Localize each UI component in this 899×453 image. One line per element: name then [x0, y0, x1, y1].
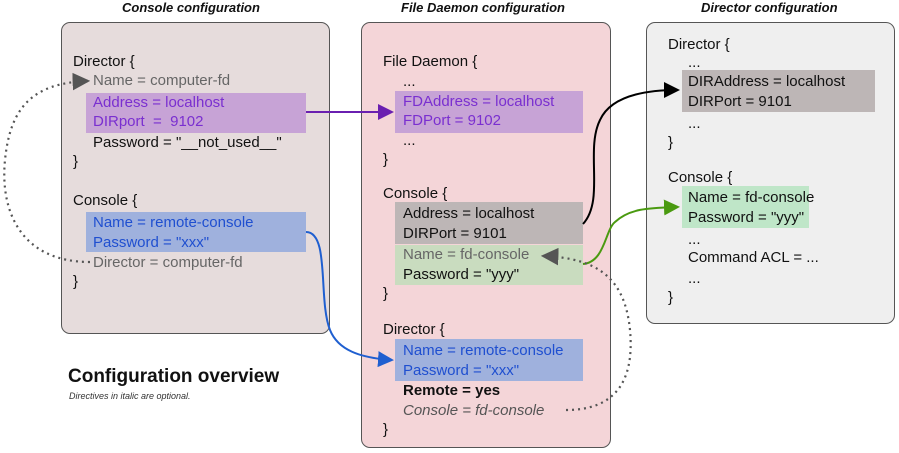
fd-director-console: Console = fd-console — [403, 402, 545, 419]
overview-subtitle: Directives in italic are optional. — [69, 391, 191, 401]
dir-console-name-highlight — [682, 186, 809, 228]
fd-fd-dots1: ... — [403, 73, 416, 90]
fd-address-highlight — [395, 91, 583, 133]
dir-console-password: Password = "yyy" — [688, 209, 805, 226]
fd-console-open: Console { — [383, 185, 448, 202]
dir-console-open: Console { — [668, 169, 733, 186]
dir-director-dots1: ... — [688, 54, 701, 71]
dir-dirport: DIRPort = 9101 — [688, 93, 792, 110]
black-arrow — [582, 82, 680, 225]
console-director-close: } — [73, 153, 79, 170]
console-console-name: Name = remote-console — [93, 214, 254, 231]
dir-director-open: Director { — [668, 36, 730, 53]
dir-command-acl: Command ACL = ... — [688, 249, 819, 266]
fd-director-close: } — [383, 421, 389, 438]
dir-console-dots3: ... — [688, 231, 701, 248]
dir-diraddress: DIRAddress = localhost — [688, 73, 846, 90]
overview-title: Configuration overview — [68, 366, 280, 387]
director-config-title: Director configuration — [701, 0, 838, 15]
dotted-loop-console — [3, 72, 91, 264]
fd-director-password: Password = "xxx" — [403, 362, 520, 379]
fd-console-password: Password = "yyy" — [403, 266, 520, 283]
console-console-close: } — [73, 273, 79, 290]
fd-console-address-highlight — [395, 202, 583, 244]
fd-config-title: File Daemon configuration — [401, 0, 565, 15]
dir-console-dots4: ... — [688, 270, 701, 287]
fd-console-dirport: DIRPort = 9101 — [403, 225, 507, 242]
dotted-loop-fd — [540, 247, 632, 412]
console-config-panel — [61, 22, 330, 334]
dir-director-close: } — [668, 134, 674, 151]
console-console-password: Password = "xxx" — [93, 234, 210, 251]
console-director-dirport: DIRport = 9102 — [93, 113, 204, 130]
fd-director-name-highlight — [395, 339, 583, 381]
fd-console-close: } — [383, 285, 389, 302]
fd-director-name: Name = remote-console — [403, 342, 564, 359]
console-director-name: Name = computer-fd — [93, 72, 231, 89]
dir-director-dots2: ... — [688, 115, 701, 132]
fd-director-open: Director { — [383, 321, 445, 338]
fd-console-name: Name = fd-console — [403, 246, 530, 263]
console-director-password: Password = "__not_used__" — [93, 134, 282, 151]
fd-fd-dots2: ... — [403, 132, 416, 149]
fd-fdaddress: FDAddress = localhost — [403, 93, 555, 110]
fd-fdport: FDPort = 9102 — [403, 112, 501, 129]
console-director-open: Director { — [73, 53, 135, 70]
fd-fd-open: File Daemon { — [383, 53, 478, 70]
console-address-highlight — [86, 93, 306, 133]
fd-console-address: Address = localhost — [403, 205, 535, 222]
console-console-open: Console { — [73, 192, 138, 209]
blue-arrow — [305, 231, 394, 368]
console-name-highlight — [86, 212, 306, 252]
dir-console-close: } — [668, 289, 674, 306]
console-console-director: Director = computer-fd — [93, 254, 243, 271]
green-arrow — [582, 199, 680, 265]
fd-director-remote: Remote = yes — [403, 382, 501, 399]
dir-address-highlight — [682, 70, 875, 112]
console-director-address: Address = localhost — [93, 94, 225, 111]
console-config-title: Console configuration — [122, 0, 260, 15]
dir-console-name: Name = fd-console — [688, 189, 815, 206]
fd-fd-close: } — [383, 151, 389, 168]
